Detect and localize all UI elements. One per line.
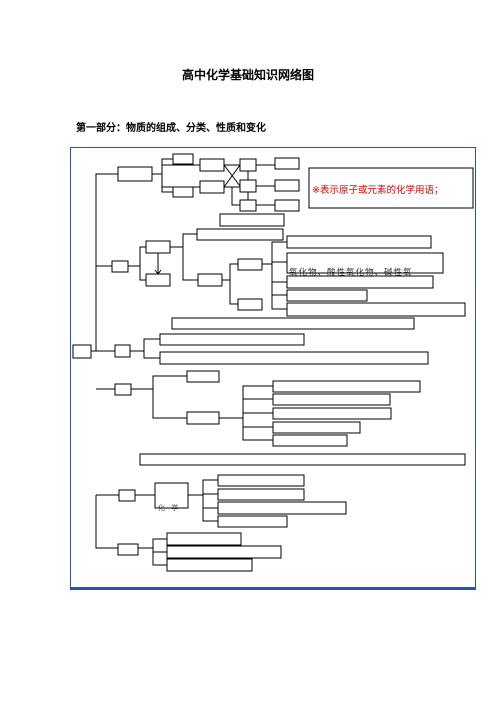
node-b2-r2 — [286, 252, 444, 274]
node-b4 — [114, 383, 132, 396]
node-b1-g — [274, 179, 300, 192]
section-heading: 第一部分：物质的组成、分类、性质和变化 — [76, 123, 266, 134]
node-b6 — [117, 543, 139, 556]
node-b4-a — [186, 370, 220, 383]
node-b5-r3 — [217, 501, 347, 515]
node-b2-c — [197, 273, 223, 287]
node-b1-bot — [172, 186, 194, 198]
node-b4-r1 — [272, 380, 421, 393]
node-b2 — [111, 260, 129, 273]
node-b6-r2 — [166, 545, 282, 559]
node-b2-wide — [196, 228, 284, 241]
node-b1-top — [172, 153, 194, 165]
node-root — [72, 344, 92, 359]
node-b1-wide-1 — [219, 213, 285, 227]
node-b2-d — [237, 258, 263, 271]
node-b6-r1 — [166, 532, 242, 546]
diagram-frame-bottom-edge — [70, 588, 476, 590]
page-title: 高中化学基础知识网络图 — [181, 68, 314, 82]
node-b1-d — [239, 179, 257, 193]
node-b6-r3 — [166, 558, 253, 572]
partial-text-chemistry: 化 学 — [158, 504, 181, 512]
node-b1-c — [239, 158, 257, 172]
partial-text-oxides: 氧化物、酸性氧化物、碱性氧 — [289, 268, 413, 278]
node-b2-r4 — [286, 289, 368, 302]
node-b1-f — [274, 157, 300, 170]
node-b1-a — [199, 158, 225, 172]
node-b3 — [114, 344, 131, 358]
node-b1-e — [239, 199, 257, 212]
node-b2-r1 — [286, 235, 432, 249]
node-b4-r3 — [272, 407, 392, 420]
node-b5-r1 — [217, 474, 305, 487]
note-text: ※表示原子或元素的化学用语； — [312, 185, 444, 196]
note-box — [308, 167, 474, 209]
diagram-frame — [70, 147, 476, 588]
node-b1-h — [274, 199, 300, 212]
node-b2-r5 — [286, 302, 466, 317]
node-b3-b — [159, 351, 429, 365]
node-b4-long — [139, 453, 466, 466]
node-b2-e — [237, 298, 263, 311]
node-b4-r5 — [272, 434, 348, 447]
node-b1 — [117, 166, 153, 182]
node-b4-r2 — [272, 393, 391, 406]
node-b5-r4 — [217, 515, 288, 528]
node-b4-b — [186, 411, 220, 425]
node-b2-long — [171, 317, 415, 330]
node-b4-r4 — [272, 421, 361, 434]
node-b3-a — [159, 333, 305, 346]
node-b2-b — [145, 273, 171, 287]
node-b1-b — [199, 180, 225, 194]
node-b5-r2 — [217, 488, 305, 501]
node-b5 — [118, 489, 136, 502]
node-b2-a — [145, 240, 171, 254]
